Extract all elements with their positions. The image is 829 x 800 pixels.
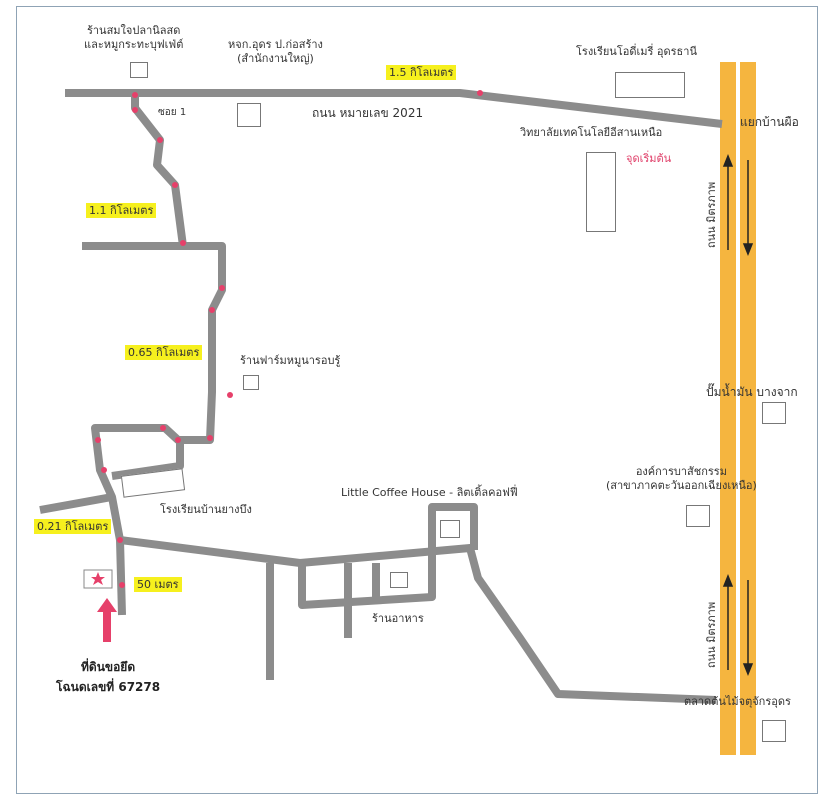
side-road xyxy=(39,493,113,514)
fish-shop-marker xyxy=(130,62,148,78)
main-road-label: ถนน หมายเลข 2021 xyxy=(312,106,424,120)
distance-0-21km: 0.21 กิโลเมตร xyxy=(34,519,112,534)
destination-line2: โฉนดเลขที่ 67278 xyxy=(56,680,161,694)
office-label: หจก.อุดร ป.ก่อสร้าง (สำนักงานใหญ่) xyxy=(228,38,323,66)
main-road-2021 xyxy=(65,89,723,128)
mittraphap-road-lane-north xyxy=(720,62,736,755)
route-path xyxy=(91,93,226,616)
office-line2: (สำนักงานใหญ่) xyxy=(237,52,314,65)
farm-shop-marker xyxy=(243,375,259,390)
farm-shop-label: ร้านฟาร์มหมูนารอบรู้ xyxy=(240,354,341,367)
org-line2: (สาขาภาคตะวันออกเฉียงเหนือ) xyxy=(606,479,757,492)
map-frame xyxy=(16,6,818,794)
destination-line1: ที่ดินขอยึด xyxy=(80,660,136,674)
start-point-label: จุดเริ่มต้น xyxy=(626,152,672,165)
school-bottom-label: โรงเรียนบ้านยางบึง xyxy=(160,503,252,516)
destination-arrow-icon xyxy=(97,598,117,642)
restaurant-marker xyxy=(390,572,408,588)
org-label: องค์การบาสัชกรรม (สาขาภาคตะวันออกเฉียงเห… xyxy=(606,465,757,493)
distance-0-21km-wrapper: 0.21 กิโลเมตร xyxy=(34,519,112,534)
coffee-label: Little Coffee House - ลิตเติ้ลคอฟฟี่ xyxy=(341,486,518,499)
fish-shop-label: ร้านสมใจปลานิลสด และหมูกระทะบุฟเฟ่ต์ xyxy=(84,24,183,52)
distance-1-5km: 1.5 กิโลเมตร xyxy=(386,65,457,80)
coffee-marker xyxy=(440,520,460,538)
school-top-label: โรงเรียนโอดี่เมรี่ อุดรธานี xyxy=(576,45,697,58)
soi-1-label: ซอย 1 xyxy=(158,107,187,118)
distance-0-65km-wrapper: 0.65 กิโลเมตร xyxy=(125,345,203,360)
college-label: วิทยาลัยเทคโนโลยีอีสานเหนือ xyxy=(520,126,663,139)
org-marker xyxy=(686,505,710,527)
market-marker xyxy=(762,720,786,742)
school-top-marker xyxy=(615,72,685,98)
office-marker xyxy=(237,103,261,127)
gas-station-label: ปั๊มน้ำมัน บางจาก xyxy=(706,385,798,399)
direction-arrows xyxy=(722,153,754,677)
side-road xyxy=(428,503,478,552)
route-dots xyxy=(95,90,483,588)
junction-label: แยกบ้านผือ xyxy=(740,115,799,129)
restaurant-label: ร้านอาหาร xyxy=(372,612,424,625)
gas-station-marker xyxy=(762,402,786,424)
roads xyxy=(39,89,723,704)
market-label: ตลาดต้นไม้จตุจักรอุดร xyxy=(684,695,791,708)
side-road xyxy=(298,552,436,609)
destination-label: ที่ดินขอยึด โฉนดเลขที่ 67278 xyxy=(56,660,160,694)
side-road xyxy=(111,440,184,480)
fish-shop-line2: และหมูกระทะบุฟเฟ่ต์ xyxy=(84,38,184,51)
distance-1-1km: 1.1 กิโลเมตร xyxy=(86,203,157,218)
star-icon xyxy=(91,572,105,585)
distance-0-65km: 0.65 กิโลเมตร xyxy=(125,345,203,360)
mittraphap-top-label: ถนน มิตรภาพ xyxy=(705,181,719,249)
mittraphap-bottom-label: ถนน มิตรภาพ xyxy=(705,601,719,669)
office-line1: หจก.อุดร ป.ก่อสร้าง xyxy=(228,38,323,51)
fish-shop-line1: ร้านสมใจปลานิลสด xyxy=(86,24,181,37)
org-line1: องค์การบาสัชกรรม xyxy=(635,465,727,478)
distance-50m: 50 เมตร xyxy=(134,577,182,592)
college-marker xyxy=(586,152,616,232)
mittraphap-road-lane-south xyxy=(740,62,756,755)
distance-50m-wrapper: 50 เมตร xyxy=(134,577,182,592)
distance-1-1km-wrapper: 1.1 กิโลเมตร xyxy=(86,203,157,218)
distance-1-5km-wrapper: 1.5 กิโลเมตร xyxy=(386,65,457,80)
